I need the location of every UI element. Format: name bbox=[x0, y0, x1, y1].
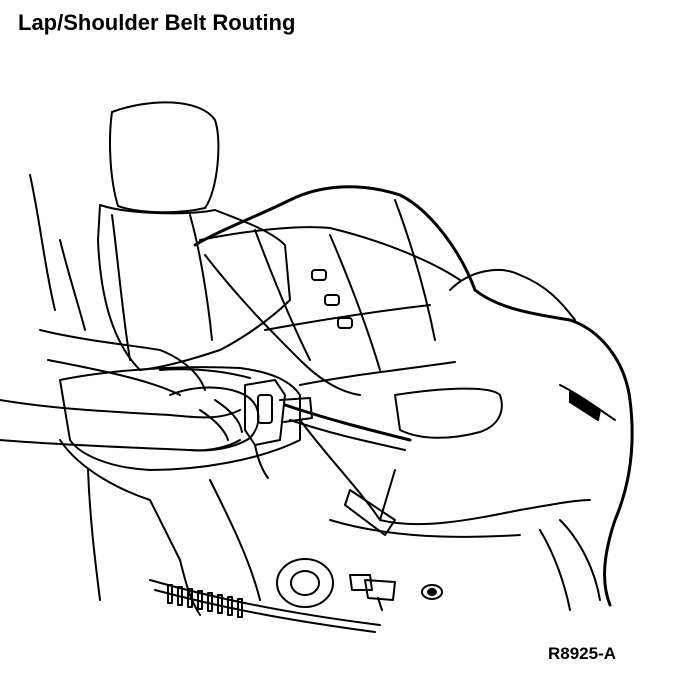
installer-arm bbox=[0, 174, 260, 452]
belt-buckle bbox=[244, 379, 313, 479]
vehicle-seat-cushion bbox=[59, 366, 301, 471]
vehicle-seat-headrest bbox=[109, 101, 220, 214]
vehicle-seat bbox=[59, 101, 381, 633]
loose-belt-parts bbox=[349, 574, 443, 611]
child-seat bbox=[193, 185, 634, 611]
child-seat-shell bbox=[193, 185, 634, 607]
lap-shoulder-belt bbox=[159, 368, 412, 451]
figure-title: Lap/Shoulder Belt Routing bbox=[18, 10, 296, 35]
figure-reference-code: R8925-A bbox=[548, 644, 617, 663]
vehicle-seat-back bbox=[97, 204, 291, 371]
